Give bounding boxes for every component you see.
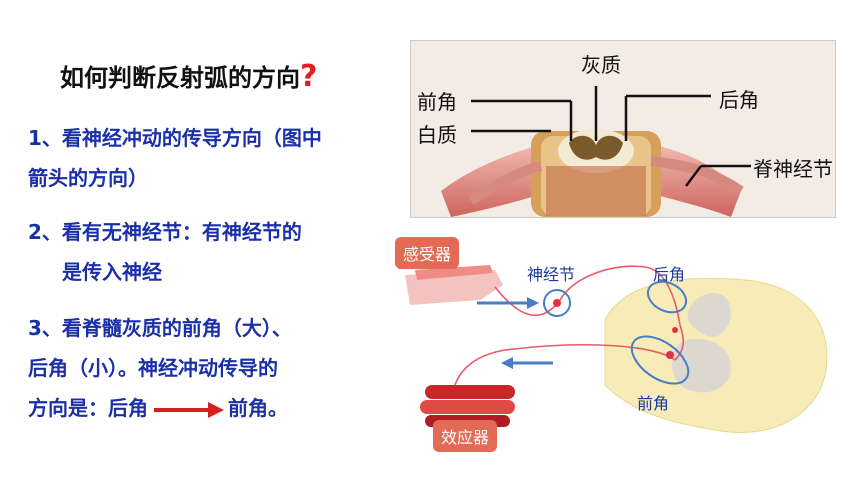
photo-label-white: 白质 xyxy=(417,123,457,147)
point-1-line-1: 1、看神经冲动的传导方向（图中 xyxy=(28,126,322,150)
photo-label-ganglion: 脊神经节 xyxy=(753,157,833,181)
point-1-line-2: 箭头的方向） xyxy=(28,166,148,190)
point-3: 3、看脊髓灰质的前角（大）、 后角（小）。神经冲动传导的 方向是：后角 前角。 xyxy=(28,308,292,428)
photo-label-gray: 灰质 xyxy=(581,53,621,77)
title-text: 如何判断反射弧的方向 xyxy=(60,64,300,92)
question-mark: ? xyxy=(300,59,318,94)
point-3-line-1: 3、看脊髓灰质的前角（大）、 xyxy=(28,316,292,340)
slide-title: 如何判断反射弧的方向? xyxy=(60,58,317,94)
spinal-cord-illustration xyxy=(441,86,751,217)
receptor-tag: 感受器 xyxy=(395,237,460,269)
effector-tag: 效应器 xyxy=(433,420,498,452)
direction-prefix: 方向是：后角 xyxy=(28,396,148,420)
photo-label-front: 前角 xyxy=(417,90,457,114)
spinal-cord-photo: 灰质 前角 白质 后角 脊神经节 xyxy=(410,40,836,218)
point-3-line-2: 后角（小）。神经冲动传导的 xyxy=(28,356,278,380)
photo-label-back: 后角 xyxy=(719,88,759,112)
back-horn-label: 后角 xyxy=(653,265,686,284)
direction-suffix: 前角。 xyxy=(228,396,288,420)
point-1: 1、看神经冲动的传导方向（图中 箭头的方向） xyxy=(28,118,322,198)
ganglion-label: 神经节 xyxy=(527,265,576,284)
point-2-line-2: 是传入神经 xyxy=(62,260,162,284)
front-horn-label: 前角 xyxy=(637,394,670,413)
reflex-arc-illustration xyxy=(405,265,828,434)
direction-arrow-icon xyxy=(154,401,224,418)
point-2: 2、看有无神经节：有神经节的 是传入神经 xyxy=(28,212,302,292)
reflex-arc-diagram: 感受器 效应器 神经节 后角 前角 xyxy=(385,225,845,455)
point-3-line-3: 方向是：后角 前角。 xyxy=(28,388,292,428)
point-2-line-1: 2、看有无神经节：有神经节的 xyxy=(28,220,302,244)
